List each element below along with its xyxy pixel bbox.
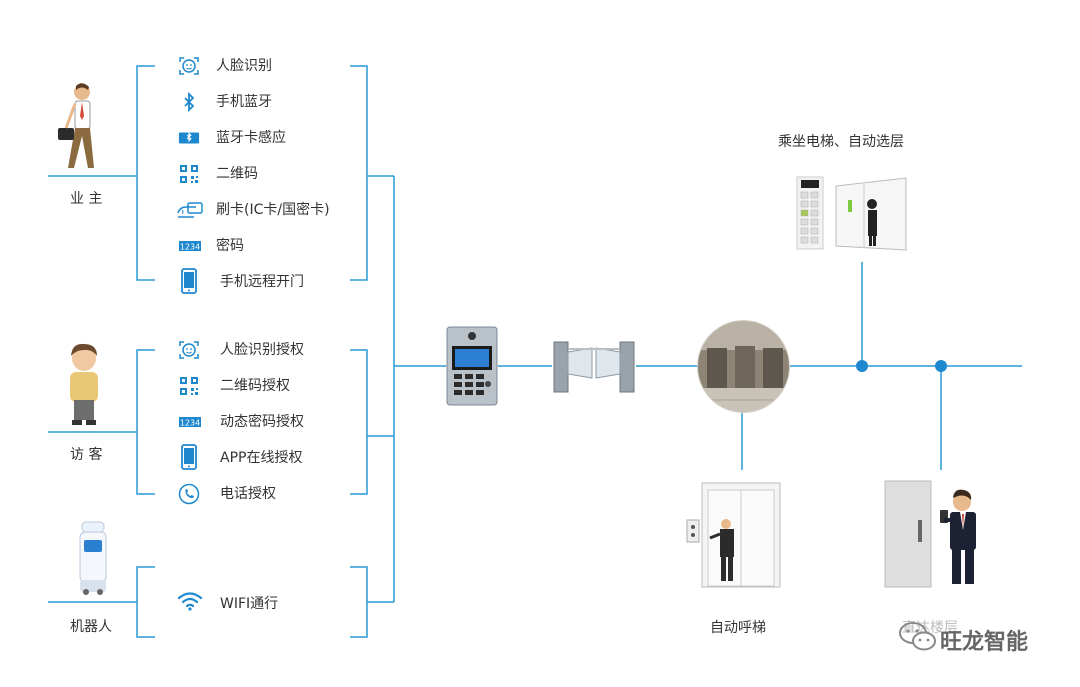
method-label-qr-auth: 二维码授权	[220, 378, 290, 394]
robot-figure	[79, 521, 107, 595]
junction-node	[856, 360, 868, 372]
apartment-door	[884, 480, 976, 588]
owner-label: 业 主	[70, 191, 103, 207]
svg-text:1234: 1234	[180, 243, 200, 252]
junction-node	[935, 360, 947, 372]
method-label-app-auth: APP在线授权	[220, 450, 303, 466]
method-label-remote-open: 手机远程开门	[220, 274, 304, 290]
method-label-dynamic-password: 动态密码授权	[220, 414, 304, 430]
method-label-password: 密码	[216, 238, 244, 254]
smartphone-icon	[178, 444, 200, 470]
svg-text:1234: 1234	[180, 419, 200, 428]
method-label-face-auth: 人脸识别授权	[220, 342, 304, 358]
visitor-label: 访 客	[70, 447, 103, 463]
method-label-phone-auth: 电话授权	[220, 486, 276, 502]
password-keypad-icon: 1234	[178, 411, 202, 433]
door-intercom-panel	[446, 326, 498, 406]
watermark-text: 旺龙智能	[940, 630, 1029, 655]
method-label-card: 刷卡(IC卡/国密卡)	[216, 202, 330, 218]
visitor-figure	[70, 343, 98, 425]
robot-label: 机器人	[70, 619, 112, 635]
owner-figure	[58, 83, 94, 168]
method-label-qr: 二维码	[216, 166, 258, 182]
wifi-icon	[176, 590, 204, 612]
method-label-bluetooth-card: 蓝牙卡感应	[216, 130, 286, 146]
elevator-lobby-photo	[697, 320, 790, 413]
face-recognition-icon	[178, 339, 200, 361]
qr-code-icon	[178, 163, 200, 185]
elevator-floor-panel	[796, 176, 907, 251]
bluetooth-card-icon	[178, 127, 200, 149]
turnstile-gate	[553, 341, 635, 393]
bluetooth-icon	[178, 91, 200, 113]
method-label-face: 人脸识别	[216, 58, 272, 74]
method-label-wifi: WIFI通行	[220, 596, 279, 612]
elevator-panel-caption: 乘坐电梯、自动选层	[778, 134, 904, 150]
phone-icon	[178, 483, 200, 505]
qr-code-icon	[178, 375, 200, 397]
call-elevator-caption: 自动呼梯	[710, 620, 766, 636]
wechat-logo-icon	[899, 622, 936, 651]
method-label-bluetooth: 手机蓝牙	[216, 94, 272, 110]
card-swipe-icon	[176, 199, 204, 221]
face-recognition-icon	[178, 55, 200, 77]
password-keypad-icon: 1234	[178, 235, 202, 257]
elevator-door-call	[686, 482, 781, 588]
smartphone-icon	[178, 268, 200, 294]
